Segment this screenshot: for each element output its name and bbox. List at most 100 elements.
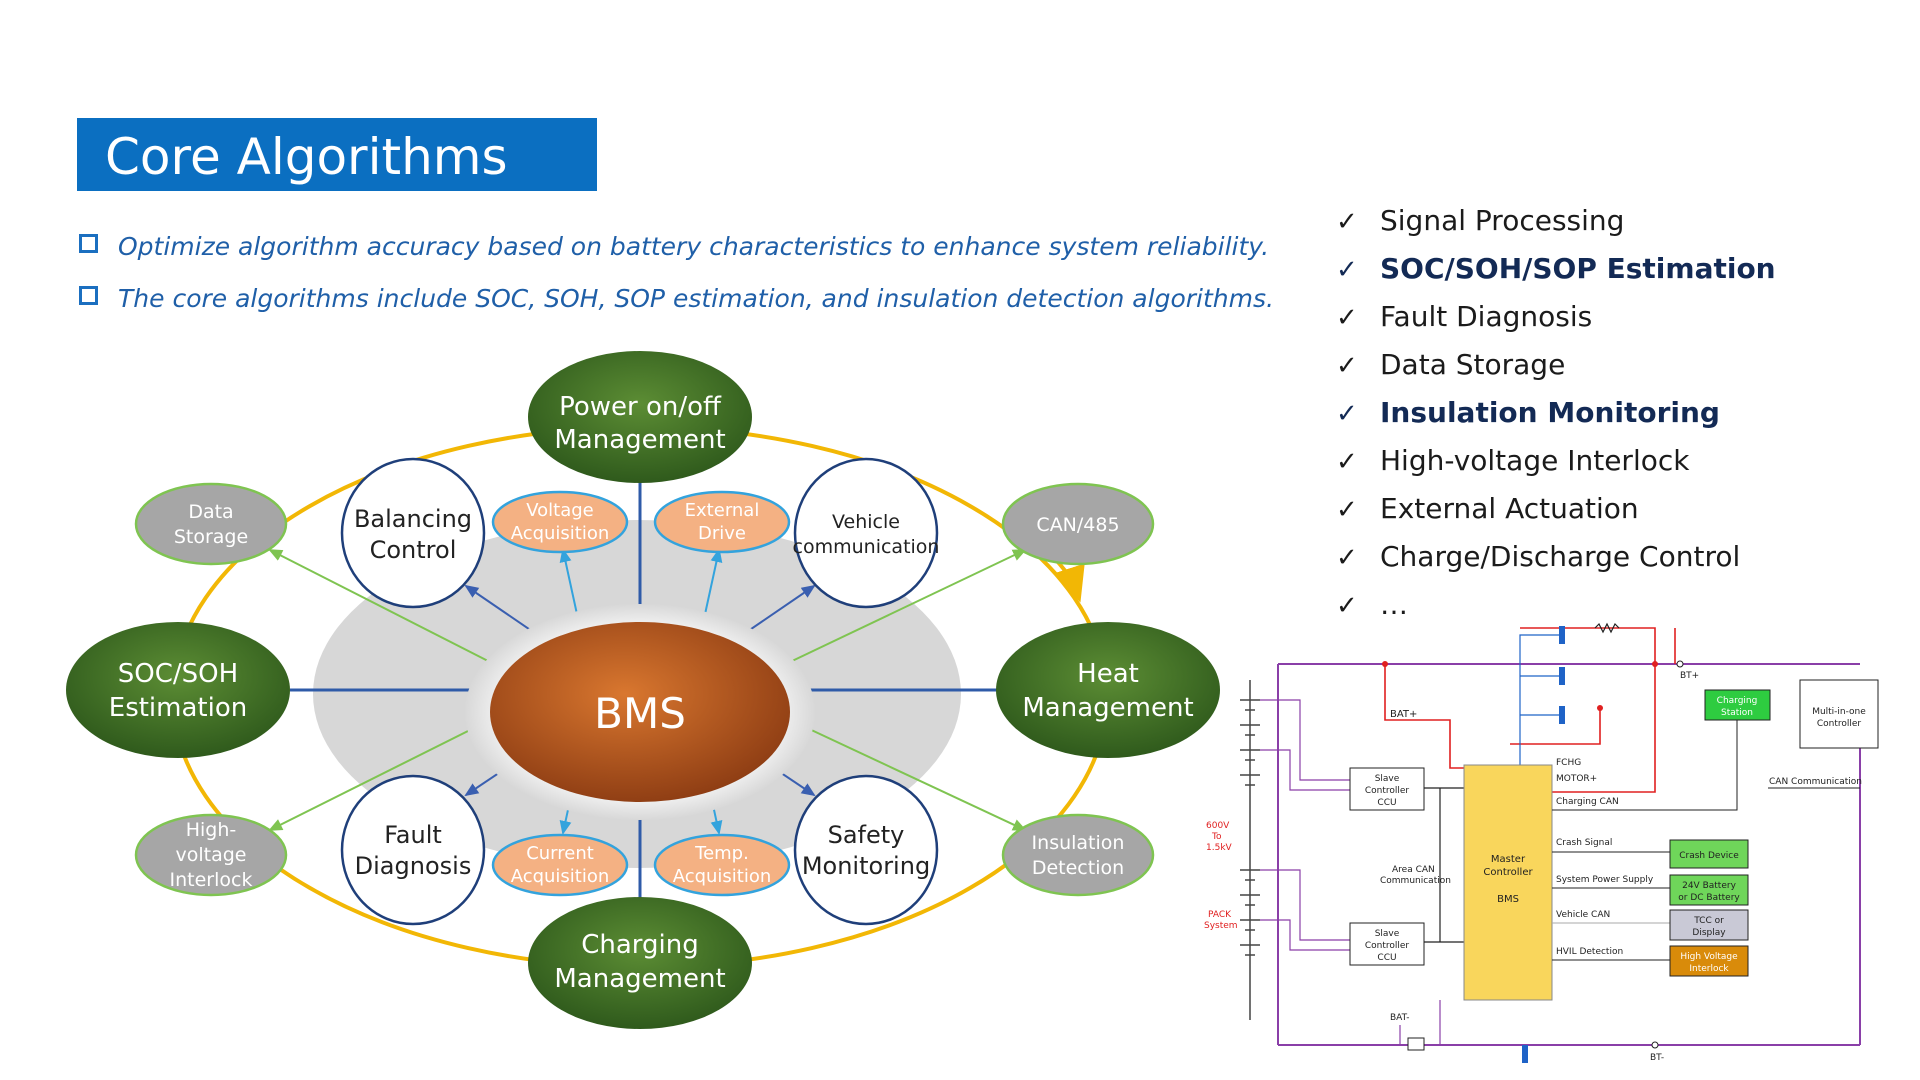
svg-text:600V: 600V (1206, 821, 1230, 831)
svg-text:Acquisition: Acquisition (511, 866, 610, 887)
svg-text:High Voltage: High Voltage (1680, 952, 1738, 962)
svg-text:CCU: CCU (1377, 798, 1396, 808)
svg-text:Management: Management (1022, 693, 1193, 723)
main-node-charging: Charging Management (528, 897, 752, 1029)
main-node-heat: Heat Management (996, 622, 1220, 758)
check-icon: ✓ (1336, 255, 1358, 285)
svg-text:Vehicle: Vehicle (832, 511, 900, 533)
svg-text:External: External (685, 500, 760, 521)
svg-text:Balancing: Balancing (354, 505, 472, 533)
square-bullet-icon (79, 286, 98, 305)
bms-center-label: BMS (594, 689, 686, 738)
node-vehicle-communication: Vehicle communication (793, 457, 939, 609)
svg-text:BT-: BT- (1650, 1053, 1664, 1063)
svg-text:BAT-: BAT- (1390, 1013, 1410, 1023)
svg-text:Charging: Charging (1717, 696, 1758, 706)
checklist-item: ✓SOC/SOH/SOP Estimation (1336, 252, 1776, 285)
check-icon: ✓ (1336, 351, 1358, 381)
svg-text:Controller: Controller (1365, 941, 1410, 951)
checklist-item: ✓Data Storage (1336, 348, 1566, 381)
svg-text:FCHG: FCHG (1556, 758, 1581, 768)
node-voltage-acquisition: Voltage Acquisition (491, 490, 629, 554)
node-temp-acquisition: Temp. Acquisition (653, 833, 791, 897)
svg-text:Control: Control (370, 536, 457, 564)
node-safety-monitoring: Safety Monitoring (793, 774, 939, 926)
svg-text:Detection: Detection (1032, 857, 1124, 879)
svg-text:Management: Management (554, 964, 725, 994)
check-icon: ✓ (1336, 495, 1358, 525)
node-current-acquisition: Current Acquisition (491, 833, 629, 897)
node-external-drive: External Drive (653, 490, 791, 554)
resistor-icon (1594, 622, 1620, 634)
svg-text:24V Battery: 24V Battery (1682, 881, 1736, 891)
multi-in-one-controller-box: Multi-in-one Controller (1799, 679, 1879, 749)
bullet-text: The core algorithms include SOC, SOH, SO… (118, 284, 1274, 313)
svg-text:HVIL Detection: HVIL Detection (1556, 947, 1623, 957)
checklist-item: ✓Charge/Discharge Control (1336, 540, 1741, 573)
bullet-item: The core algorithms include SOC, SOH, SO… (79, 284, 1274, 313)
check-icon: ✓ (1336, 543, 1358, 573)
check-icon: ✓ (1336, 447, 1358, 477)
svg-text:Controller: Controller (1365, 786, 1410, 796)
svg-text:Acquisition: Acquisition (511, 523, 610, 544)
check-icon: ✓ (1336, 303, 1358, 333)
svg-text:Master: Master (1491, 854, 1526, 865)
svg-text:or DC Battery: or DC Battery (1678, 893, 1740, 903)
fuse-icon (1407, 1037, 1425, 1051)
slave-controller-2: Slave Controller CCU (1349, 922, 1425, 966)
bms-circuit-schematic: BT+ BAT+ 600V To 1.5kV PACK System (1204, 622, 1879, 1063)
charging-station-box: Charging Station (1704, 689, 1771, 721)
sensor-bar-icon (1522, 1045, 1528, 1063)
node-can-485: CAN/485 (1001, 482, 1155, 566)
svg-text:Acquisition: Acquisition (673, 866, 772, 887)
svg-text:Communication: Communication (1380, 876, 1451, 886)
node-insulation-detection: Insulation Detection (1001, 813, 1155, 897)
hv-interlock-box: High Voltage Interlock (1669, 945, 1749, 977)
svg-text:PACK: PACK (1208, 910, 1232, 920)
svg-text:CAN/485: CAN/485 (1036, 514, 1119, 536)
checklist-item: ✓High-voltage Interlock (1336, 444, 1690, 477)
svg-text:Diagnosis: Diagnosis (355, 852, 472, 880)
svg-text:Crash Device: Crash Device (1679, 851, 1739, 861)
checklist-item: ✓… (1336, 588, 1408, 621)
svg-text:Insulation: Insulation (1032, 832, 1125, 854)
svg-text:Heat: Heat (1077, 659, 1139, 689)
svg-text:Multi-in-one: Multi-in-one (1812, 707, 1866, 717)
check-icon: ✓ (1336, 207, 1358, 237)
svg-text:Charging CAN: Charging CAN (1556, 797, 1619, 807)
main-node-soc: SOC/SOH Estimation (66, 622, 290, 758)
node-balancing-control: Balancing Control (340, 457, 486, 609)
svg-text:Monitoring: Monitoring (802, 852, 930, 880)
svg-text:Fault: Fault (384, 821, 442, 849)
svg-text:SOC/SOH: SOC/SOH (118, 659, 238, 689)
svg-text:CAN Communication: CAN Communication (1769, 777, 1862, 787)
checklist-item: ✓Insulation Monitoring (1336, 396, 1720, 429)
node-high-voltage-interlock: High- voltage Interlock (134, 813, 288, 897)
square-bullet-icon (79, 234, 98, 253)
svg-text:voltage: voltage (176, 844, 247, 866)
feature-checklist: ✓Signal Processing ✓SOC/SOH/SOP Estimati… (1336, 204, 1776, 636)
svg-text:Controller: Controller (1483, 867, 1533, 878)
frame-wires (1277, 663, 1861, 1046)
svg-text:Interlock: Interlock (1689, 964, 1729, 974)
slave-controller-1: Slave Controller CCU (1349, 767, 1425, 811)
bms-center-node (490, 622, 790, 802)
svg-text:To: To (1211, 832, 1222, 842)
svg-text:Station: Station (1721, 708, 1753, 718)
svg-text:System Power Supply: System Power Supply (1556, 875, 1654, 885)
svg-text:Current: Current (526, 843, 594, 864)
svg-text:Power on/off: Power on/off (559, 392, 722, 422)
svg-text:CCU: CCU (1377, 953, 1396, 963)
svg-text:Safety: Safety (828, 821, 905, 849)
battery-stack-icon (1240, 680, 1260, 1020)
master-controller: Master Controller BMS (1463, 764, 1553, 1001)
svg-text:Voltage: Voltage (526, 500, 594, 521)
node-fault-diagnosis: Fault Diagnosis (340, 774, 486, 926)
svg-text:Storage: Storage (174, 526, 248, 548)
svg-text:Data: Data (188, 501, 233, 523)
checklist-item: ✓Fault Diagnosis (1336, 300, 1593, 333)
svg-text:Crash Signal: Crash Signal (1556, 838, 1612, 848)
svg-text:Management: Management (554, 425, 725, 455)
svg-text:Slave: Slave (1375, 774, 1400, 784)
svg-text:Vehicle CAN: Vehicle CAN (1556, 910, 1610, 920)
